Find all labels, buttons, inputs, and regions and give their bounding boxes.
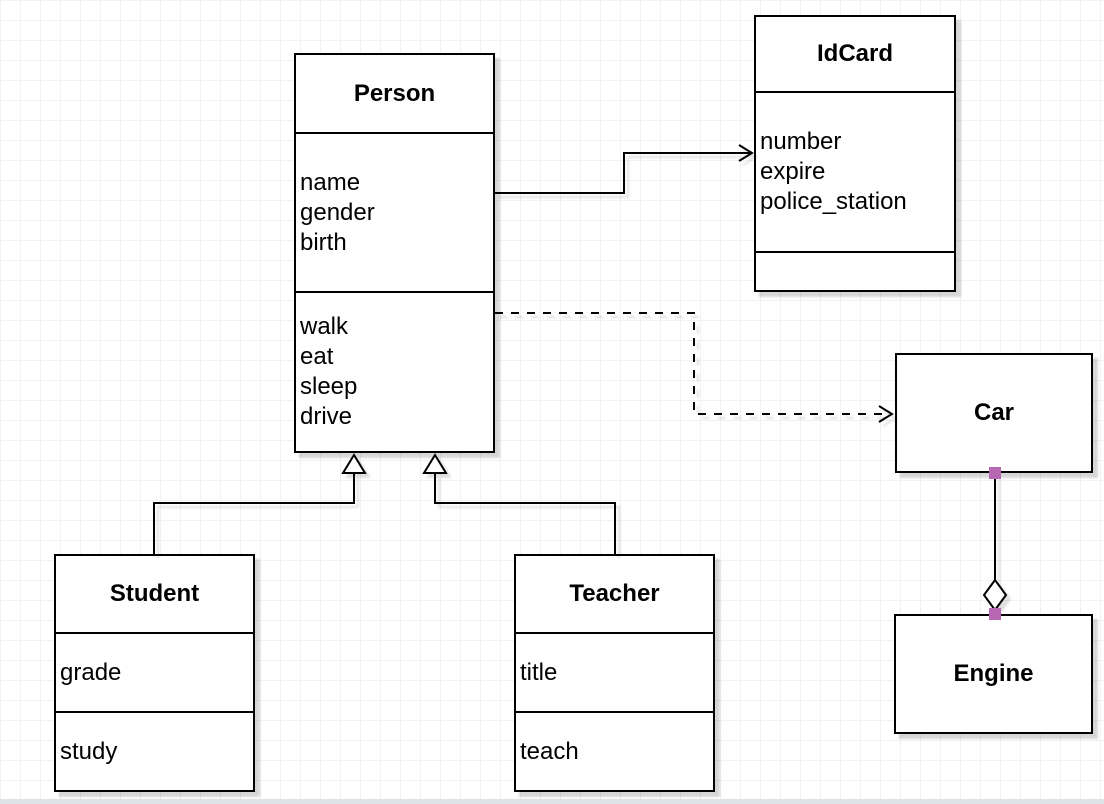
attribute: birth xyxy=(300,228,347,256)
class-title-engine: Engine xyxy=(953,660,1034,687)
student-methods: study xyxy=(56,713,253,790)
teacher-methods: teach xyxy=(516,713,713,790)
class-title-teacher: Teacher xyxy=(516,556,713,634)
class-student[interactable]: Student grade study xyxy=(54,554,255,792)
class-title-student: Student xyxy=(56,556,253,634)
method: sleep xyxy=(300,373,358,400)
person-methods: walk eat sleep drive xyxy=(296,293,493,451)
idcard-attributes: number expire police_station xyxy=(756,93,954,253)
attribute: name xyxy=(300,168,361,196)
edge-teacher-person[interactable] xyxy=(422,453,616,554)
attribute: grade xyxy=(60,658,122,686)
edge-car-engine[interactable] xyxy=(982,474,1008,612)
class-title-person: Person xyxy=(296,55,493,134)
attribute: police_station xyxy=(760,188,907,215)
class-car[interactable]: Car xyxy=(895,353,1093,473)
class-person[interactable]: Person name gender birth walk eat sleep … xyxy=(294,53,495,453)
bottom-window-edge xyxy=(0,799,1104,804)
person-attributes: name gender birth xyxy=(296,134,493,293)
attribute: expire xyxy=(760,158,826,185)
method: drive xyxy=(300,403,353,430)
hollow-triangle-arrow xyxy=(341,453,367,474)
hollow-triangle-arrow xyxy=(422,453,448,474)
student-attributes: grade xyxy=(56,634,253,713)
edge-student-person[interactable] xyxy=(153,453,367,554)
method: study xyxy=(60,737,118,765)
method: eat xyxy=(300,343,334,370)
edge-person-idcard[interactable] xyxy=(495,144,754,194)
class-title-car: Car xyxy=(973,399,1015,426)
class-idcard[interactable]: IdCard number expire police_station xyxy=(754,15,956,292)
class-teacher[interactable]: Teacher title teach xyxy=(514,554,715,792)
attribute: title xyxy=(520,658,558,686)
attribute: gender xyxy=(300,198,375,226)
attribute: number xyxy=(760,128,842,155)
hollow-diamond-arrow xyxy=(982,578,1008,612)
teacher-attributes: title xyxy=(516,634,713,713)
class-title-idcard: IdCard xyxy=(756,17,954,93)
class-engine[interactable]: Engine xyxy=(894,614,1093,734)
method: walk xyxy=(300,313,349,340)
connection-points xyxy=(989,467,1001,620)
idcard-methods-empty xyxy=(756,253,954,290)
edge-person-car[interactable] xyxy=(495,312,894,423)
method: teach xyxy=(520,737,579,765)
